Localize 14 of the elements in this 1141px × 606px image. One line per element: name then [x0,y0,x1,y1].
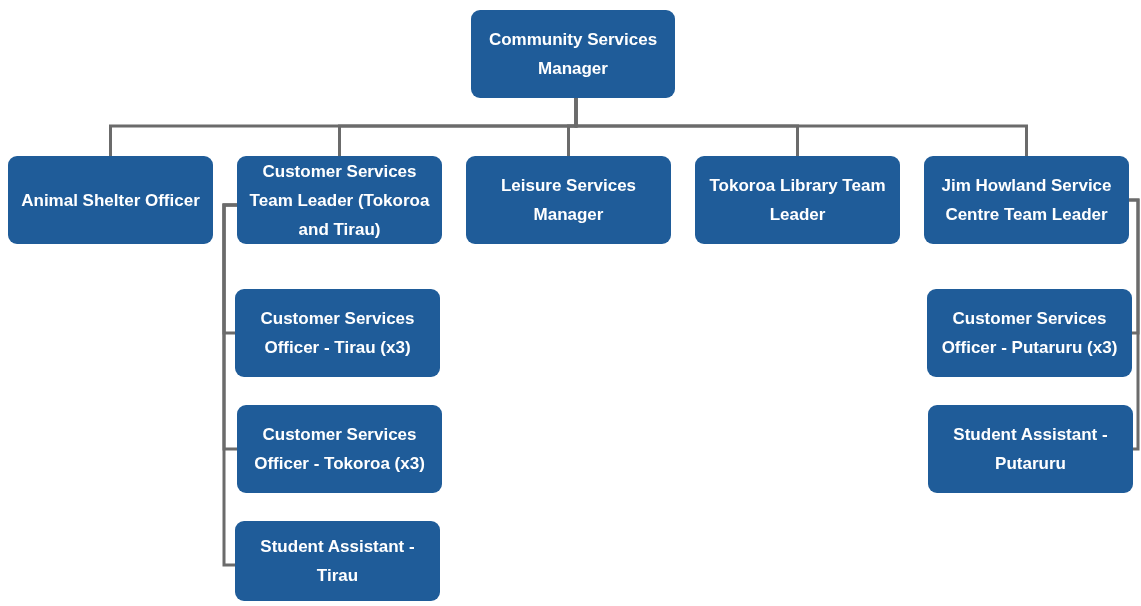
role-box: Customer Services Officer - Tirau (x3) [235,289,440,377]
role-box: Customer Services Officer - Tokoroa (x3) [237,405,442,493]
role-box: Customer Services Team Leader (Tokoroa and Tirau) [237,156,442,244]
connector-line [574,98,1028,156]
role-box: Jim Howland Service Centre Team Leader [924,156,1129,244]
role-box: Community Services Manager [471,10,675,98]
role-box: Student Assistant - Tirau [235,521,440,601]
role-box: Animal Shelter Officer [8,156,213,244]
role-box: Customer Services Officer - Putaruru (x3) [927,289,1132,377]
connector-line [1129,198,1140,451]
connector-line [222,203,237,567]
role-box: Tokoroa Library Team Leader [695,156,900,244]
role-box: Leisure Services Manager [466,156,671,244]
role-box: Student Assistant - Putaruru [928,405,1133,493]
